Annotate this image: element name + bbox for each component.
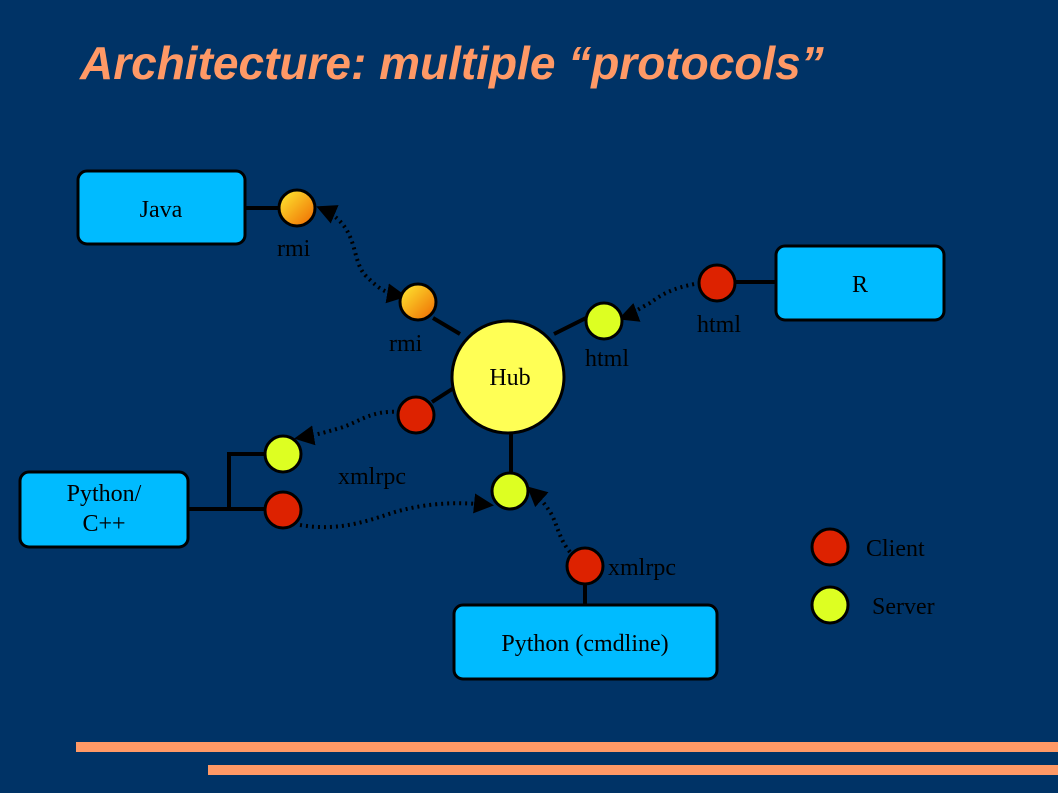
box-python-cpp: Python/ C++ bbox=[18, 470, 190, 549]
box-python-cmdline: Python (cmdline) bbox=[452, 603, 719, 681]
protocol-labels: rmi rmi html html xmlrpc xmlrpc bbox=[277, 236, 741, 581]
node-r-html-client bbox=[697, 263, 737, 303]
node-pycpp-server bbox=[263, 434, 303, 474]
connector-hub-rmi bbox=[431, 316, 462, 336]
accent-bar-lower bbox=[208, 765, 1058, 775]
endpoint-nodes bbox=[263, 188, 737, 586]
label-java-rmi: rmi bbox=[277, 236, 311, 262]
label-hub-rmi: rmi bbox=[389, 331, 423, 357]
node-java-rmi bbox=[277, 188, 317, 228]
hub: Hub bbox=[450, 319, 566, 435]
legend-server-swatch bbox=[810, 585, 850, 625]
box-r-label: R bbox=[852, 272, 868, 298]
accent-bar-upper bbox=[76, 742, 1058, 752]
legend: Client Server bbox=[810, 527, 935, 625]
box-python-cpp-label-line1: Python/ bbox=[67, 481, 142, 507]
node-hub-html-server bbox=[584, 301, 624, 341]
protocol-arrows bbox=[294, 205, 701, 554]
slide-title: Architecture: multiple “protocols” bbox=[80, 37, 824, 89]
box-java-label: Java bbox=[140, 197, 183, 223]
legend-client-swatch bbox=[810, 527, 850, 567]
node-pycpp-client bbox=[263, 490, 303, 530]
box-r: R bbox=[774, 244, 946, 322]
arrow-xmlrpc-pycpp-to-hub bbox=[299, 493, 494, 530]
node-hub-xmlrpc-client bbox=[396, 395, 436, 435]
legend-client-label: Client bbox=[866, 536, 925, 562]
node-cmdline-xmlrpc-client bbox=[565, 546, 605, 586]
label-cmdline-xmlrpc: xmlrpc bbox=[608, 555, 676, 581]
arrow-xmlrpc-cmdline-to-hub bbox=[527, 486, 572, 554]
box-python-cmdline-label: Python (cmdline) bbox=[501, 631, 668, 657]
node-hub-rmi bbox=[398, 282, 438, 322]
label-hub-xmlrpc: xmlrpc bbox=[338, 464, 406, 490]
connector-lines bbox=[188, 206, 776, 605]
label-r-html: html bbox=[697, 312, 741, 338]
connector-hub-html bbox=[553, 314, 591, 336]
arrow-html bbox=[618, 281, 701, 322]
box-python-cpp-label-line2: C++ bbox=[82, 511, 125, 537]
arrow-rmi bbox=[316, 205, 407, 304]
box-java: Java bbox=[76, 169, 247, 246]
hub-label: Hub bbox=[489, 365, 530, 391]
connector-pycpp-server bbox=[188, 452, 266, 511]
label-hub-html: html bbox=[585, 346, 629, 372]
arrow-xmlrpc-hub-to-pycpp bbox=[294, 409, 401, 446]
legend-server-label: Server bbox=[872, 594, 935, 620]
node-hub-xmlrpc-server bbox=[490, 471, 530, 511]
